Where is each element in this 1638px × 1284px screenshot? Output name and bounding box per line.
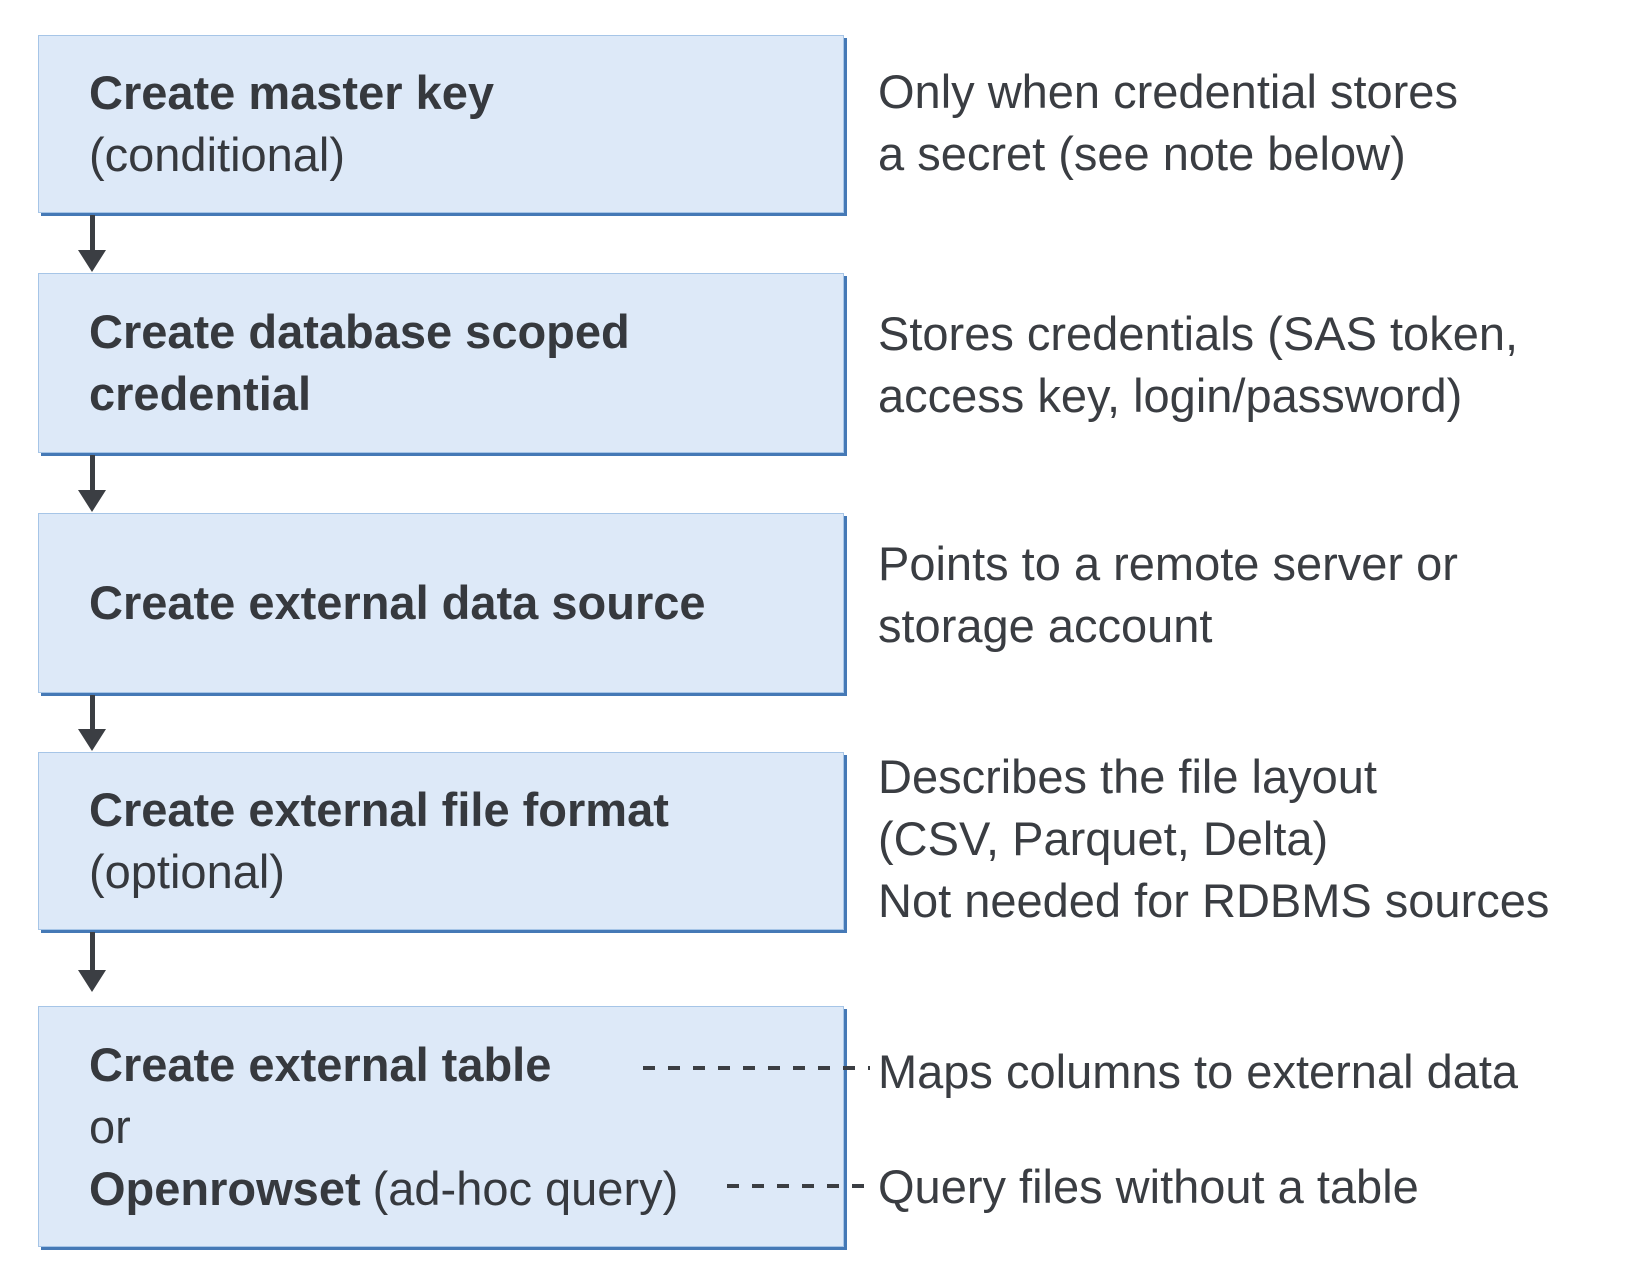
arrow-shaft — [89, 455, 95, 490]
dashed-connector-openrowset — [727, 1184, 870, 1188]
arrow-head — [78, 970, 106, 992]
arrow-shaft — [89, 215, 95, 250]
flow-arrow-down-icon — [78, 455, 106, 512]
arrow-head — [78, 490, 106, 512]
step-box-create-master-key: Create master key (conditional) — [38, 35, 844, 213]
note-external-data-source: Points to a remote server or storage acc… — [878, 537, 1458, 652]
dashed-connector-external-table — [643, 1066, 870, 1070]
flow-arrow-down-icon — [78, 695, 106, 751]
note-openrowset: Query files without a table — [878, 1160, 1419, 1213]
flow-arrow-down-icon — [78, 932, 106, 992]
note-external-file-format: Describes the file layout (CSV, Parquet,… — [878, 750, 1550, 927]
step-alt-suffix: (ad-hoc query) — [372, 1161, 679, 1215]
step-alt-title: Openrowset — [89, 1161, 361, 1215]
step-title: Create master key — [89, 66, 494, 119]
arrow-head — [78, 250, 106, 272]
step-or-word: or — [89, 1099, 131, 1153]
arrow-shaft — [89, 695, 95, 729]
arrow-shaft — [89, 932, 95, 970]
step-box-create-external-file-format: Create external file format (optional) — [38, 752, 844, 930]
step-box-create-database-scoped-credential: Create database scoped credential — [38, 273, 844, 453]
step-box-create-external-data-source: Create external data source — [38, 513, 844, 693]
step-alt-line: Openrowset(ad-hoc query) — [89, 1158, 823, 1220]
arrow-head — [78, 729, 106, 751]
step-subtitle: (conditional) — [89, 128, 346, 181]
note-master-key: Only when credential stores a secret (se… — [878, 65, 1458, 180]
note-external-table: Maps columns to external data — [878, 1045, 1519, 1098]
step-title: Create database scoped credential — [89, 305, 630, 420]
step-title: Create external data source — [89, 576, 706, 629]
step-box-create-external-table-or-openrowset: Create external table or Openrowset(ad-h… — [38, 1006, 844, 1247]
note-scoped-credential: Stores credentials (SAS token, access ke… — [878, 307, 1519, 422]
step-subtitle: (optional) — [89, 845, 285, 898]
step-title: Create external file format — [89, 783, 669, 836]
flow-arrow-down-icon — [78, 215, 106, 272]
step-title: Create external table — [89, 1037, 552, 1091]
